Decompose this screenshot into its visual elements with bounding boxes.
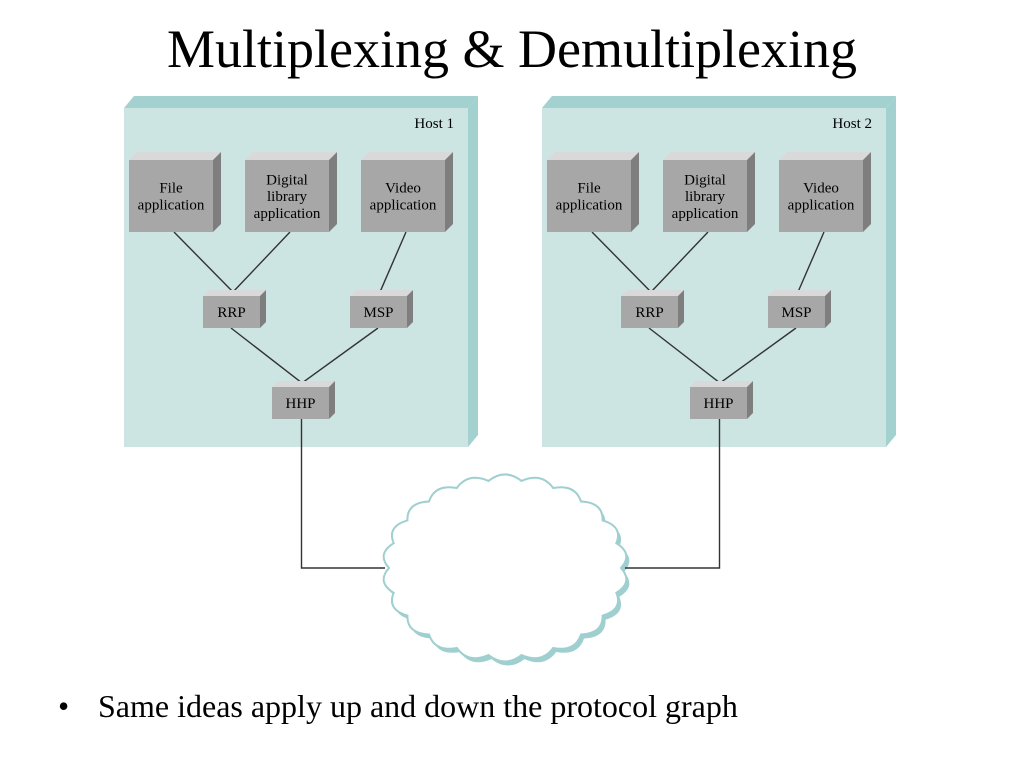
connector-line [719, 327, 797, 384]
host-label: Host 2 [832, 116, 872, 132]
application-label: Video [803, 181, 839, 197]
box-side-face [407, 290, 413, 328]
connector-line [650, 231, 709, 293]
connector-line [591, 231, 652, 293]
box-front-face [203, 296, 260, 328]
box-side-face [747, 381, 753, 419]
application-label: library [685, 189, 725, 205]
protocol-box-rrp: RRP [621, 290, 684, 328]
box-front-face [621, 296, 678, 328]
protocol-label: HHP [285, 396, 315, 412]
box-top-face [663, 152, 755, 160]
bullet-text: Same ideas apply up and down the protoco… [98, 688, 738, 724]
host-2: Host 2FileapplicationDigitallibraryappli… [542, 96, 896, 447]
box-top-face [350, 290, 413, 296]
box-front-face [245, 160, 329, 232]
network-cloud [382, 473, 630, 666]
box-top-face [203, 290, 266, 296]
slide-title: Multiplexing & Demultiplexing [167, 19, 857, 79]
protocol-label: RRP [217, 305, 245, 321]
protocol-label: RRP [635, 305, 663, 321]
host-1: Host 1FileapplicationDigitallibraryappli… [124, 96, 478, 447]
box-side-face [678, 290, 684, 328]
box-front-face [768, 296, 825, 328]
box-front-face [663, 160, 747, 232]
host-panel-side [886, 96, 896, 447]
box-top-face [690, 381, 753, 387]
application-label: application [672, 206, 739, 222]
protocol-label: HHP [703, 396, 733, 412]
connector-line [232, 231, 291, 293]
box-top-face [779, 152, 871, 160]
protocol-box-hhp: HHP [690, 381, 753, 419]
connector-line [230, 327, 303, 384]
host-label: Host 1 [414, 116, 454, 132]
box-side-face [863, 152, 871, 232]
application-label: library [267, 189, 307, 205]
box-front-face [547, 160, 631, 232]
application-label: File [159, 181, 183, 197]
application-label: Video [385, 181, 421, 197]
protocol-box-msp: MSP [350, 290, 413, 328]
network-link-host-2 [625, 419, 721, 569]
box-top-face [768, 290, 831, 296]
application-label: application [370, 198, 437, 214]
box-side-face [329, 381, 335, 419]
box-front-face [129, 160, 213, 232]
box-front-face [272, 387, 329, 419]
box-top-face [361, 152, 453, 160]
box-side-face [825, 290, 831, 328]
connector-line [301, 327, 379, 384]
box-side-face [631, 152, 639, 232]
box-top-face [245, 152, 337, 160]
application-label: application [788, 198, 855, 214]
box-side-face [329, 152, 337, 232]
box-side-face [747, 152, 755, 232]
box-front-face [361, 160, 445, 232]
bullet-item: • Same ideas apply up and down the protoc… [58, 686, 738, 726]
connector-line [648, 327, 721, 384]
application-label: Digital [684, 172, 726, 188]
application-label: application [138, 198, 205, 214]
box-front-face [690, 387, 747, 419]
box-front-face [350, 296, 407, 328]
box-side-face [445, 152, 453, 232]
network-link-host-1 [300, 419, 385, 569]
protocol-box-hhp: HHP [272, 381, 335, 419]
connector-line [797, 231, 825, 293]
protocol-label: MSP [781, 305, 811, 321]
bullet-symbol: • [58, 688, 70, 724]
host-panel-side [468, 96, 478, 447]
protocol-box-rrp: RRP [203, 290, 266, 328]
cloud-body [382, 473, 628, 663]
application-label: Digital [266, 172, 308, 188]
connector-line [173, 231, 234, 293]
protocol-label: MSP [363, 305, 393, 321]
application-label: File [577, 181, 601, 197]
box-side-face [213, 152, 221, 232]
box-side-face [260, 290, 266, 328]
box-front-face [779, 160, 863, 232]
application-label: application [254, 206, 321, 222]
host-panel-top [124, 96, 478, 108]
connector-line [379, 231, 407, 293]
box-top-face [129, 152, 221, 160]
protocol-box-msp: MSP [768, 290, 831, 328]
box-top-face [547, 152, 639, 160]
host-panel-top [542, 96, 896, 108]
box-top-face [272, 381, 335, 387]
application-label: application [556, 198, 623, 214]
box-top-face [621, 290, 684, 296]
